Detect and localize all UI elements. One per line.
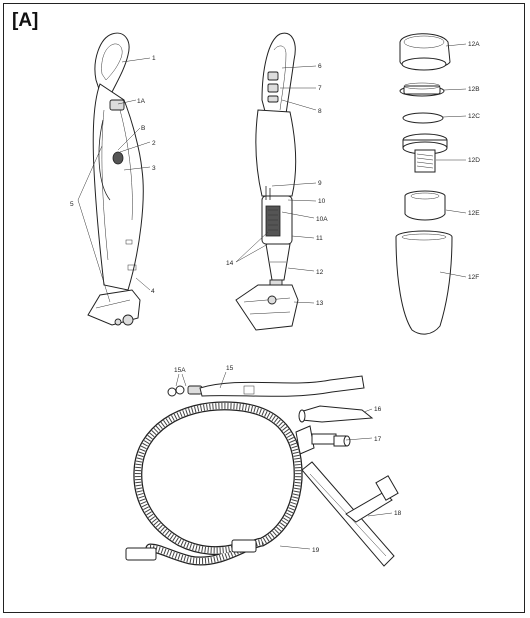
callout-12A: 12A <box>468 41 480 48</box>
callout-12E: 12E <box>468 210 480 217</box>
crevice-tool <box>298 405 374 423</box>
callout-B: B <box>141 125 145 132</box>
vacuum-side-view <box>87 32 144 326</box>
callout-12C: 12C <box>468 113 480 120</box>
callout-3: 3 <box>152 165 156 172</box>
callout-12F: 12F <box>468 274 479 281</box>
callout-2: 2 <box>152 140 156 147</box>
figure-frame <box>3 3 525 613</box>
shoulder-strap <box>167 375 365 397</box>
callout-18: 18 <box>394 510 402 517</box>
callout-11: 11 <box>316 235 323 242</box>
floor-tool <box>301 461 399 567</box>
callout-7: 7 <box>318 85 322 92</box>
callout-5: 5 <box>70 201 74 208</box>
callout-13: 13 <box>316 300 324 307</box>
callout-1: 1 <box>152 55 156 62</box>
callout-4: 4 <box>151 288 155 295</box>
callout-10: 10 <box>318 198 326 205</box>
callout-12: 12 <box>316 269 324 276</box>
flexible-hose <box>125 401 303 566</box>
callout-6: 6 <box>318 63 322 70</box>
callout-17: 17 <box>374 436 382 443</box>
callout-10A: 10A <box>316 216 328 223</box>
callout-16: 16 <box>374 406 382 413</box>
callout-labels: 1 1A B 2 3 5 4 6 7 8 9 10 10A 11 14 12 1… <box>70 41 480 554</box>
filter-parts <box>395 33 453 335</box>
callout-1A: 1A <box>137 98 146 105</box>
callout-12B: 12B <box>468 86 480 93</box>
callout-15: 15 <box>226 365 234 372</box>
callout-8: 8 <box>318 108 322 115</box>
brush-tool <box>295 425 351 455</box>
callout-12D: 12D <box>468 157 480 164</box>
figure-label: [A] <box>12 10 39 31</box>
callout-19: 19 <box>312 547 320 554</box>
vacuum-front-view <box>235 32 299 331</box>
callout-15A: 15A <box>174 367 186 374</box>
callout-9: 9 <box>318 180 322 187</box>
leader-lines <box>77 43 467 550</box>
callout-14: 14 <box>226 260 234 267</box>
